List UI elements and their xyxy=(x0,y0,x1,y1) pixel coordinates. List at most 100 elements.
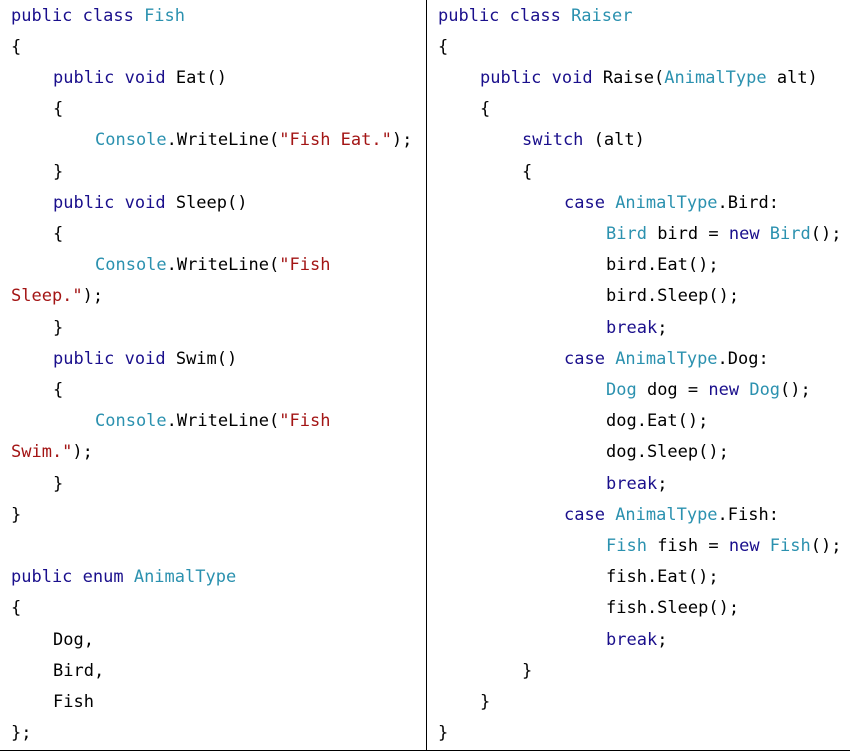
right-code-line: bird.Eat(); xyxy=(606,250,719,281)
code-text-token: Swim() xyxy=(175,348,238,369)
keyword-token: public class xyxy=(11,5,145,26)
brace-token: { xyxy=(53,99,64,120)
string-literal-token: Swim." xyxy=(11,442,73,463)
right-code-line: fish.Eat(); xyxy=(606,562,719,593)
keyword-token: new xyxy=(708,379,750,400)
code-text-token: dog.Eat(); xyxy=(606,411,709,432)
code-text-token: fish.Sleep(); xyxy=(606,598,740,619)
string-literal-token: "Fish Eat." xyxy=(279,130,392,151)
type-name-token: AnimalType xyxy=(133,567,237,588)
right-code-line: bird.Sleep(); xyxy=(606,281,739,312)
keyword-token: case xyxy=(564,192,616,213)
string-literal-token: "Fish xyxy=(279,411,331,432)
code-text-token: Raise( xyxy=(602,67,665,88)
left-code-line: { xyxy=(11,593,21,624)
right-code-line: break; xyxy=(606,313,667,344)
code-text-token: ); xyxy=(391,130,413,151)
right-code-line: case AnimalType.Bird: xyxy=(564,188,779,219)
left-code-line: Swim."); xyxy=(11,437,93,468)
type-name-token: AnimalType xyxy=(615,348,718,369)
code-text-token: .Fish: xyxy=(717,504,779,525)
left-code-line: Console.WriteLine("Fish Eat."); xyxy=(95,125,412,156)
keyword-token: public class xyxy=(438,5,572,26)
right-code-line: public void Raise(AnimalType alt) xyxy=(480,63,818,94)
type-name-token: Console xyxy=(95,411,167,432)
left-code-line: { xyxy=(53,94,63,125)
type-name-token: Dog xyxy=(606,379,637,400)
code-text-token: alt) xyxy=(766,67,818,88)
right-code-line: Dog dog = new Dog(); xyxy=(606,375,811,406)
type-name-token: Dog xyxy=(749,379,781,400)
code-text-token: ; xyxy=(657,473,668,494)
right-code-line: fish.Sleep(); xyxy=(606,593,739,624)
string-literal-token: "Fish xyxy=(279,255,331,276)
left-code-line: public class Fish xyxy=(11,1,185,32)
type-name-token: Fish xyxy=(144,5,186,26)
brace-token: } xyxy=(53,473,64,494)
right-code-line: } xyxy=(522,656,532,687)
brace-token: { xyxy=(11,598,22,619)
type-name-token: AnimalType xyxy=(664,67,767,88)
code-text-token: .WriteLine( xyxy=(166,130,280,151)
brace-token: } xyxy=(11,504,22,525)
right-code-line: } xyxy=(438,718,448,749)
code-text-token: fish.Eat(); xyxy=(606,567,719,588)
right-code-line: { xyxy=(480,94,490,125)
right-code-line: switch (alt) xyxy=(522,125,645,156)
brace-token: } xyxy=(53,317,64,338)
right-code-line: public class Raiser xyxy=(438,1,632,32)
keyword-token: public void xyxy=(53,192,176,213)
code-text-token: .Dog: xyxy=(717,348,769,369)
code-text-token: bird.Sleep(); xyxy=(606,286,740,307)
left-code-line: } xyxy=(53,469,63,500)
code-text-token: Eat() xyxy=(175,67,228,88)
right-code-line: case AnimalType.Fish: xyxy=(564,500,779,531)
raiser-code-column: public class Raiser{public void Raise(An… xyxy=(427,0,850,750)
code-text-token: .WriteLine( xyxy=(166,255,280,276)
code-text-token: Bird, xyxy=(53,660,105,681)
type-name-token: Bird xyxy=(769,223,811,244)
keyword-token: case xyxy=(564,504,616,525)
left-code-line: public void Eat() xyxy=(53,63,227,94)
right-code-line: dog.Eat(); xyxy=(606,406,708,437)
keyword-token: case xyxy=(564,348,616,369)
type-name-token: Bird xyxy=(606,223,647,244)
keyword-token: break xyxy=(606,629,658,650)
keyword-token: public void xyxy=(480,67,603,88)
keyword-token: public void xyxy=(53,348,176,369)
left-code-line: { xyxy=(11,32,21,63)
code-text-token: Sleep() xyxy=(175,192,248,213)
brace-token: { xyxy=(522,161,533,182)
type-name-token: Raiser xyxy=(571,5,633,26)
keyword-token: public enum xyxy=(11,567,134,588)
code-text-token: dog.Sleep(); xyxy=(606,442,729,463)
brace-token: } xyxy=(53,161,64,182)
type-name-token: Fish xyxy=(769,535,811,556)
keyword-token: public void xyxy=(53,67,176,88)
brace-token: } xyxy=(522,660,533,681)
keyword-token: break xyxy=(606,317,658,338)
left-code-line: } xyxy=(53,157,63,188)
code-text-token: dog = xyxy=(636,379,709,400)
left-code-line: Console.WriteLine("Fish xyxy=(95,406,330,437)
code-text-token: Fish xyxy=(53,691,94,712)
string-literal-token: Sleep." xyxy=(11,286,83,307)
left-code-line: { xyxy=(53,375,63,406)
code-text-token: bird = xyxy=(646,223,729,244)
code-text-token: .WriteLine( xyxy=(166,411,280,432)
right-code-line: dog.Sleep(); xyxy=(606,437,729,468)
left-code-line: Bird, xyxy=(53,656,104,687)
type-name-token: Fish xyxy=(606,535,647,556)
code-text-token: ); xyxy=(72,442,93,463)
fish-and-enum-code-column: public class Fish{public void Eat(){Cons… xyxy=(11,0,427,750)
brace-token: } xyxy=(438,723,449,744)
right-code-line: case AnimalType.Dog: xyxy=(564,344,769,375)
keyword-token: break xyxy=(606,473,658,494)
right-code-line: Fish fish = new Fish(); xyxy=(606,531,841,562)
right-code-line: break; xyxy=(606,625,667,656)
keyword-token: new xyxy=(728,223,770,244)
brace-token: { xyxy=(53,223,64,244)
brace-token: { xyxy=(438,36,449,57)
type-name-token: Console xyxy=(95,255,167,276)
keyword-token: new xyxy=(728,535,770,556)
